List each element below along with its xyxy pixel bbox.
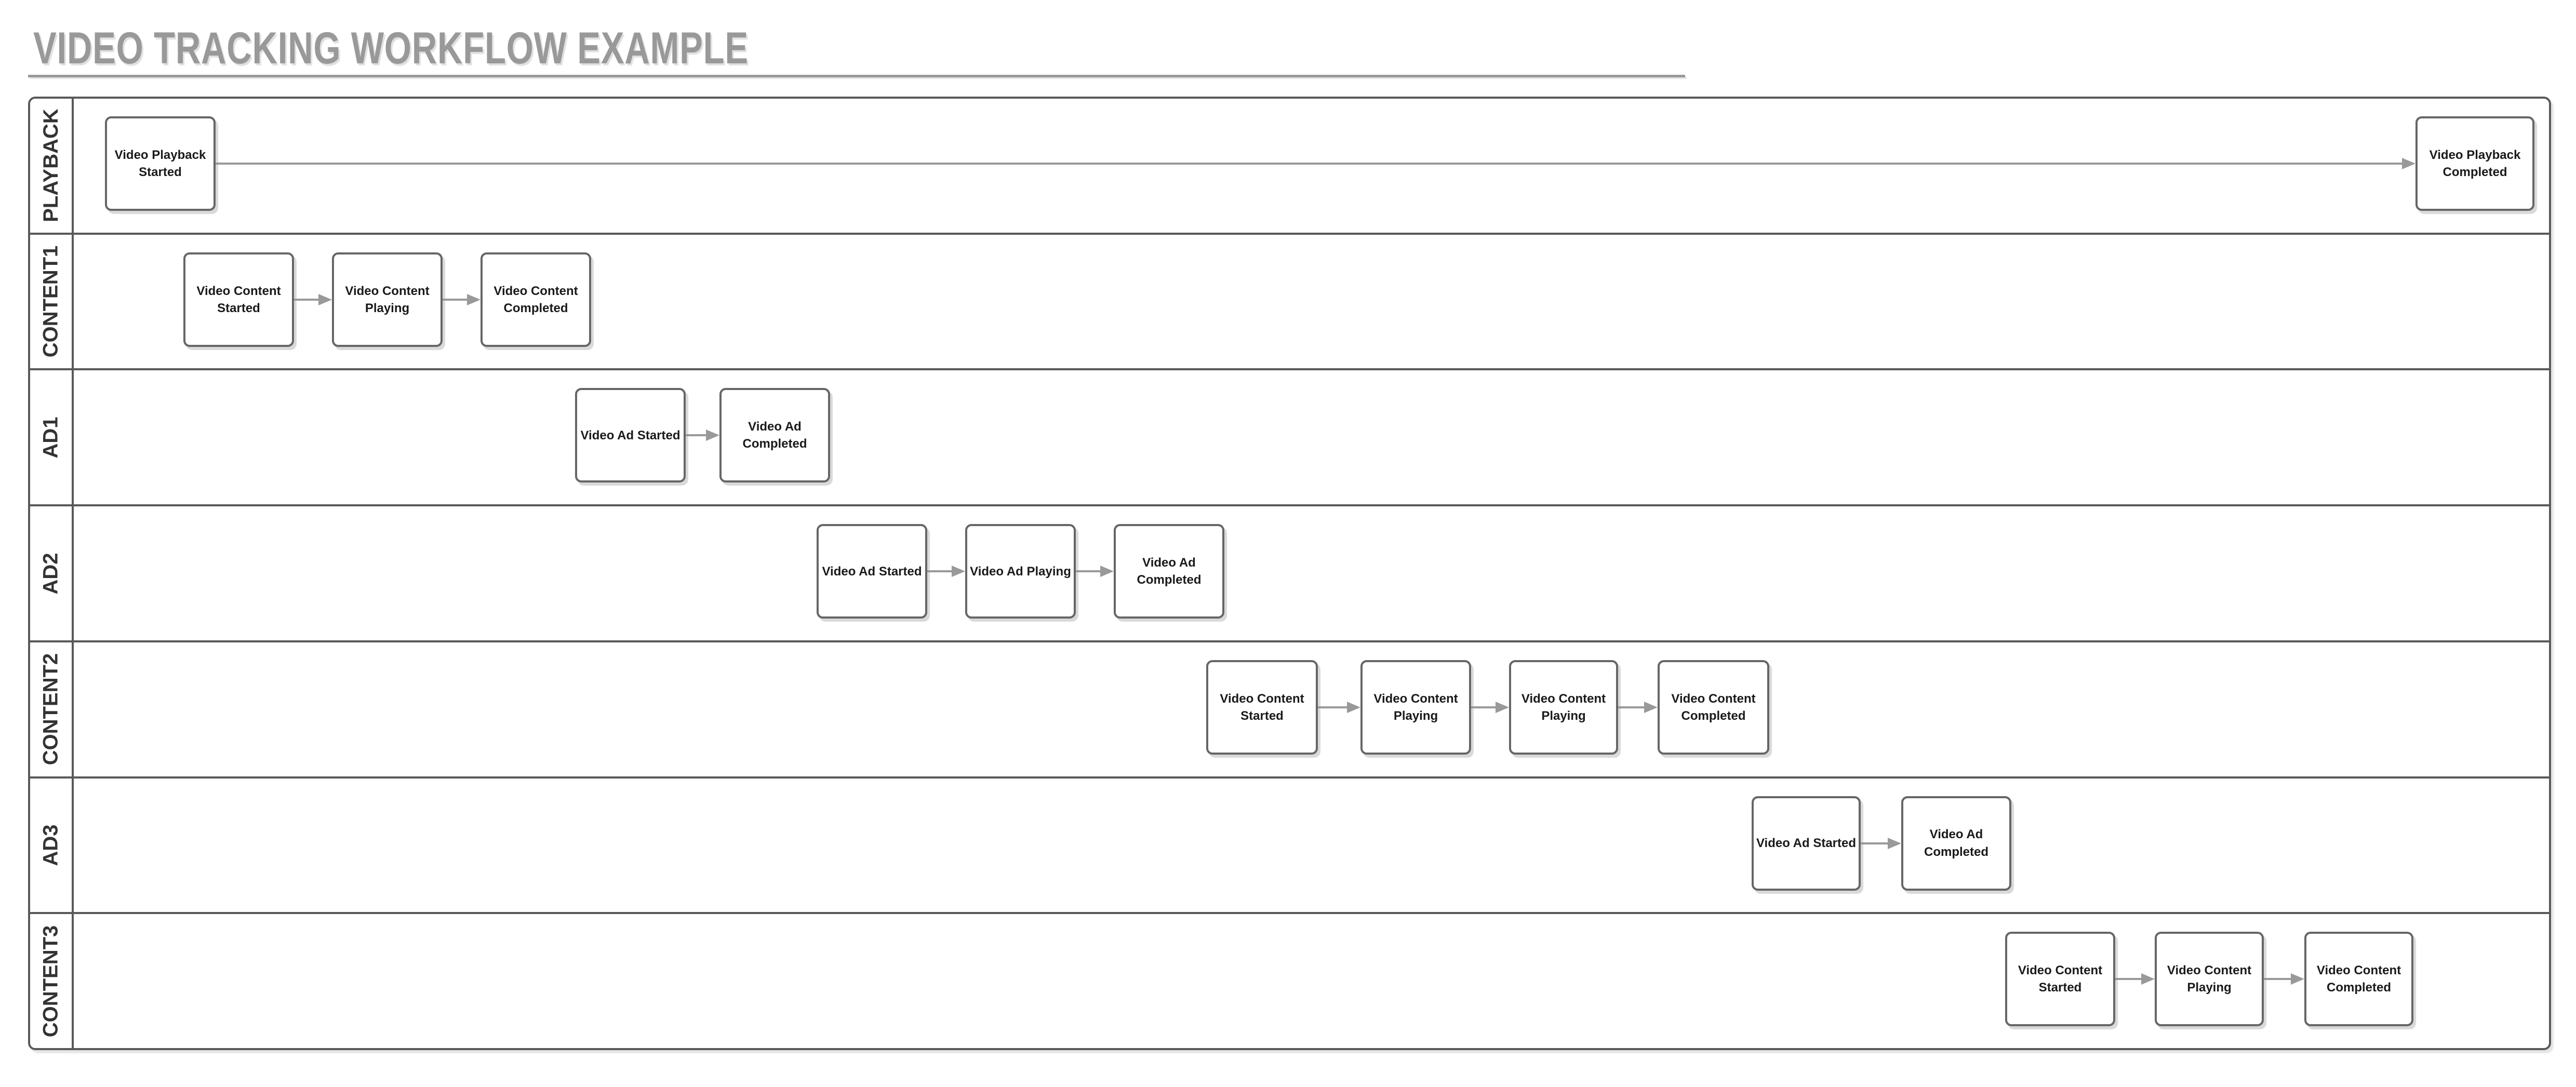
arrowhead-icon	[1100, 566, 1114, 578]
lane-label-text: CONTENT1	[39, 245, 62, 358]
arrowhead-icon	[1644, 701, 1658, 713]
lane-label-text: CONTENT3	[39, 925, 62, 1037]
node-ad3-completed[interactable]: Video Ad Completed	[1901, 796, 2011, 891]
lane-label-text: AD2	[39, 553, 62, 595]
edge-ad2-playing-to-completed	[1076, 570, 1100, 573]
edge-content2-playing-to-playing	[1471, 706, 1496, 708]
lane-label-content1[interactable]: CONTENT1	[30, 234, 74, 369]
lane-label-content3[interactable]: CONTENT3	[30, 914, 74, 1048]
lane-content-ad3: Video Ad Started Video Ad Completed	[74, 779, 2549, 912]
lane-label-playback[interactable]: PLAYBACK	[30, 99, 74, 233]
edge-ad2-started-to-playing	[927, 570, 952, 573]
lane-content-content1: Video Content Started Video Content Play…	[74, 235, 2549, 369]
arrowhead-icon	[2291, 973, 2304, 985]
node-content1-started[interactable]: Video Content Started	[183, 252, 294, 347]
lane-label-text: PLAYBACK	[39, 109, 62, 223]
lane-content-playback: Video Playback Started Video Playback Co…	[74, 99, 2549, 233]
arrowhead-icon	[1888, 837, 1901, 849]
edge-content2-started-to-playing	[1318, 706, 1347, 708]
edge-content3-playing-to-completed	[2264, 978, 2291, 981]
arrowhead-icon	[318, 293, 332, 305]
node-content3-playing[interactable]: Video Content Playing	[2155, 932, 2264, 1027]
lane-label-ad1[interactable]: AD1	[30, 370, 74, 505]
lane-label-ad3[interactable]: AD3	[30, 778, 74, 912]
lane-label-text: AD3	[39, 824, 62, 866]
node-ad2-completed[interactable]: Video Ad Completed	[1114, 524, 1224, 619]
node-content2-playing-1[interactable]: Video Content Playing	[1360, 660, 1471, 755]
node-content1-playing[interactable]: Video Content Playing	[332, 252, 443, 347]
arrowhead-icon	[2141, 973, 2155, 985]
lane-label-ad2[interactable]: AD2	[30, 506, 74, 640]
arrowhead-icon	[706, 430, 719, 441]
node-ad2-started[interactable]: Video Ad Started	[817, 524, 927, 619]
node-content2-completed[interactable]: Video Content Completed	[1658, 660, 1769, 755]
node-ad1-started[interactable]: Video Ad Started	[575, 388, 686, 483]
lane-label-text: AD1	[39, 417, 62, 459]
node-video-playback-completed[interactable]: Video Playback Completed	[2415, 116, 2534, 211]
edge-ad1-started-to-completed	[686, 434, 706, 437]
lane-content1: CONTENT1 Video Content Started Video Con…	[30, 232, 2549, 369]
edge-ad3-started-to-completed	[1861, 842, 1888, 844]
edge-playback-started-to-completed	[216, 163, 2402, 165]
lane-ad3: AD3 Video Ad Started Video Ad Completed	[30, 776, 2549, 912]
lane-label-content2[interactable]: CONTENT2	[30, 642, 74, 776]
node-video-playback-started[interactable]: Video Playback Started	[105, 116, 216, 211]
arrowhead-icon	[1496, 701, 1509, 713]
node-content2-started[interactable]: Video Content Started	[1206, 660, 1318, 755]
arrowhead-icon	[952, 566, 965, 578]
lane-ad1: AD1 Video Ad Started Video Ad Completed	[30, 368, 2549, 505]
edge-content1-playing-to-completed	[443, 298, 467, 301]
lane-ad2: AD2 Video Ad Started Video Ad Playing Vi…	[30, 504, 2549, 640]
lane-content-ad1: Video Ad Started Video Ad Completed	[74, 370, 2549, 504]
title-underline	[28, 75, 1685, 77]
arrowhead-icon	[1347, 701, 1360, 713]
edge-content1-started-to-playing	[294, 298, 318, 301]
lane-content-content2: Video Content Started Video Content Play…	[74, 642, 2549, 776]
lane-content-ad2: Video Ad Started Video Ad Playing Video …	[74, 506, 2549, 640]
arrowhead-icon	[467, 293, 481, 305]
node-content3-started[interactable]: Video Content Started	[2005, 932, 2115, 1027]
node-content2-playing-2[interactable]: Video Content Playing	[1509, 660, 1618, 755]
edge-content3-started-to-playing	[2115, 978, 2141, 981]
node-ad1-completed[interactable]: Video Ad Completed	[719, 388, 830, 483]
lane-content-content3: Video Content Started Video Content Play…	[74, 914, 2549, 1048]
lane-playback: PLAYBACK Video Playback Started Video Pl…	[30, 99, 2549, 233]
lane-label-text: CONTENT2	[39, 653, 62, 766]
page-title: VIDEO TRACKING WORKFLOW EXAMPLE	[33, 23, 749, 73]
edge-content2-playing-to-completed	[1618, 706, 1644, 708]
node-content3-completed[interactable]: Video Content Completed	[2304, 932, 2413, 1027]
arrowhead-icon	[2402, 158, 2415, 169]
swimlane-pool: PLAYBACK Video Playback Started Video Pl…	[28, 97, 2551, 1050]
node-content1-completed[interactable]: Video Content Completed	[481, 252, 591, 347]
lane-content2: CONTENT2 Video Content Started Video Con…	[30, 640, 2549, 776]
node-ad3-started[interactable]: Video Ad Started	[1752, 796, 1861, 891]
lane-content3: CONTENT3 Video Content Started Video Con…	[30, 912, 2549, 1048]
node-ad2-playing[interactable]: Video Ad Playing	[965, 524, 1076, 619]
